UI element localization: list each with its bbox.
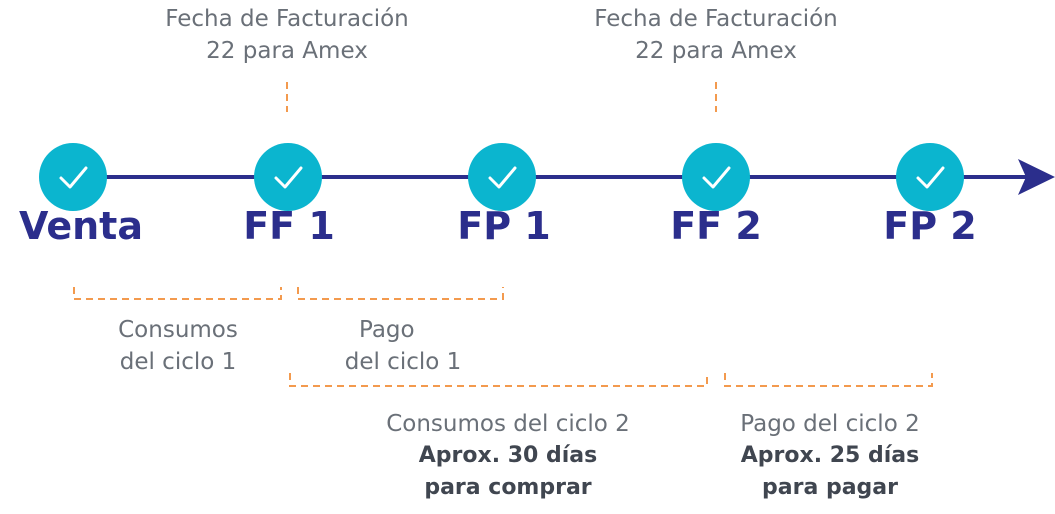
milestone-label-ff2: FF 2 bbox=[670, 204, 762, 248]
billing-note-1-line2: 22 para Amex bbox=[206, 38, 368, 64]
bracket-consumos-ciclo2 bbox=[289, 373, 708, 387]
bracket-consumos-ciclo1 bbox=[73, 287, 282, 300]
milestone-circle-fp2 bbox=[896, 143, 964, 211]
timeline-arrowhead bbox=[1018, 159, 1055, 195]
billing-note-2-line1: Fecha de Facturación bbox=[594, 6, 838, 32]
check-icon bbox=[274, 166, 303, 189]
period-consumos-ciclo1-line2: del ciclo 1 bbox=[119, 349, 237, 375]
period-consumos-ciclo2: Consumos del ciclo 2 Aprox. 30 días para… bbox=[348, 408, 668, 504]
period-consumos-ciclo1: Consumos del ciclo 1 bbox=[88, 314, 268, 378]
period-pago-ciclo2-line1: Pago del ciclo 2 bbox=[740, 411, 920, 437]
milestone-circle-fp1 bbox=[468, 143, 536, 211]
milestone-circle-ff2 bbox=[682, 143, 750, 211]
bracket-pago-ciclo2 bbox=[724, 373, 933, 387]
milestone-label-fp1: FP 1 bbox=[457, 204, 551, 248]
billing-note-2: Fecha de Facturación 22 para Amex bbox=[576, 3, 856, 67]
period-consumos-ciclo2-line1: Consumos del ciclo 2 bbox=[386, 411, 630, 437]
billing-note-1: Fecha de Facturación 22 para Amex bbox=[147, 3, 427, 67]
check-icon bbox=[702, 166, 731, 189]
period-consumos-ciclo2-bold1: Aprox. 30 días bbox=[418, 443, 598, 468]
milestone-label-fp2: FP 2 bbox=[883, 204, 977, 248]
period-pago-ciclo1-line2: del ciclo 1 bbox=[344, 349, 462, 375]
period-pago-ciclo2: Pago del ciclo 2 Aprox. 25 días para pag… bbox=[700, 408, 960, 504]
bracket-pago-ciclo1 bbox=[297, 287, 504, 300]
milestone-circle-ff1 bbox=[254, 143, 322, 211]
period-pago-ciclo1-line1: Pago bbox=[359, 317, 415, 343]
billing-note-1-line1: Fecha de Facturación bbox=[165, 6, 409, 32]
period-pago-ciclo2-bold1: Aprox. 25 días bbox=[740, 443, 920, 468]
milestone-circle-venta bbox=[39, 143, 107, 211]
check-icon bbox=[488, 166, 517, 189]
billing-note-2-line2: 22 para Amex bbox=[635, 38, 797, 64]
period-consumos-ciclo2-bold2: para comprar bbox=[424, 475, 592, 500]
milestone-label-ff1: FF 1 bbox=[243, 204, 335, 248]
check-icon bbox=[916, 166, 945, 189]
period-consumos-ciclo1-line1: Consumos bbox=[118, 317, 238, 343]
check-icon bbox=[59, 166, 88, 189]
period-pago-ciclo2-bold2: para pagar bbox=[762, 475, 898, 500]
milestone-label-venta: Venta bbox=[19, 204, 143, 248]
period-pago-ciclo1: Pago del ciclo 1 bbox=[313, 314, 493, 378]
